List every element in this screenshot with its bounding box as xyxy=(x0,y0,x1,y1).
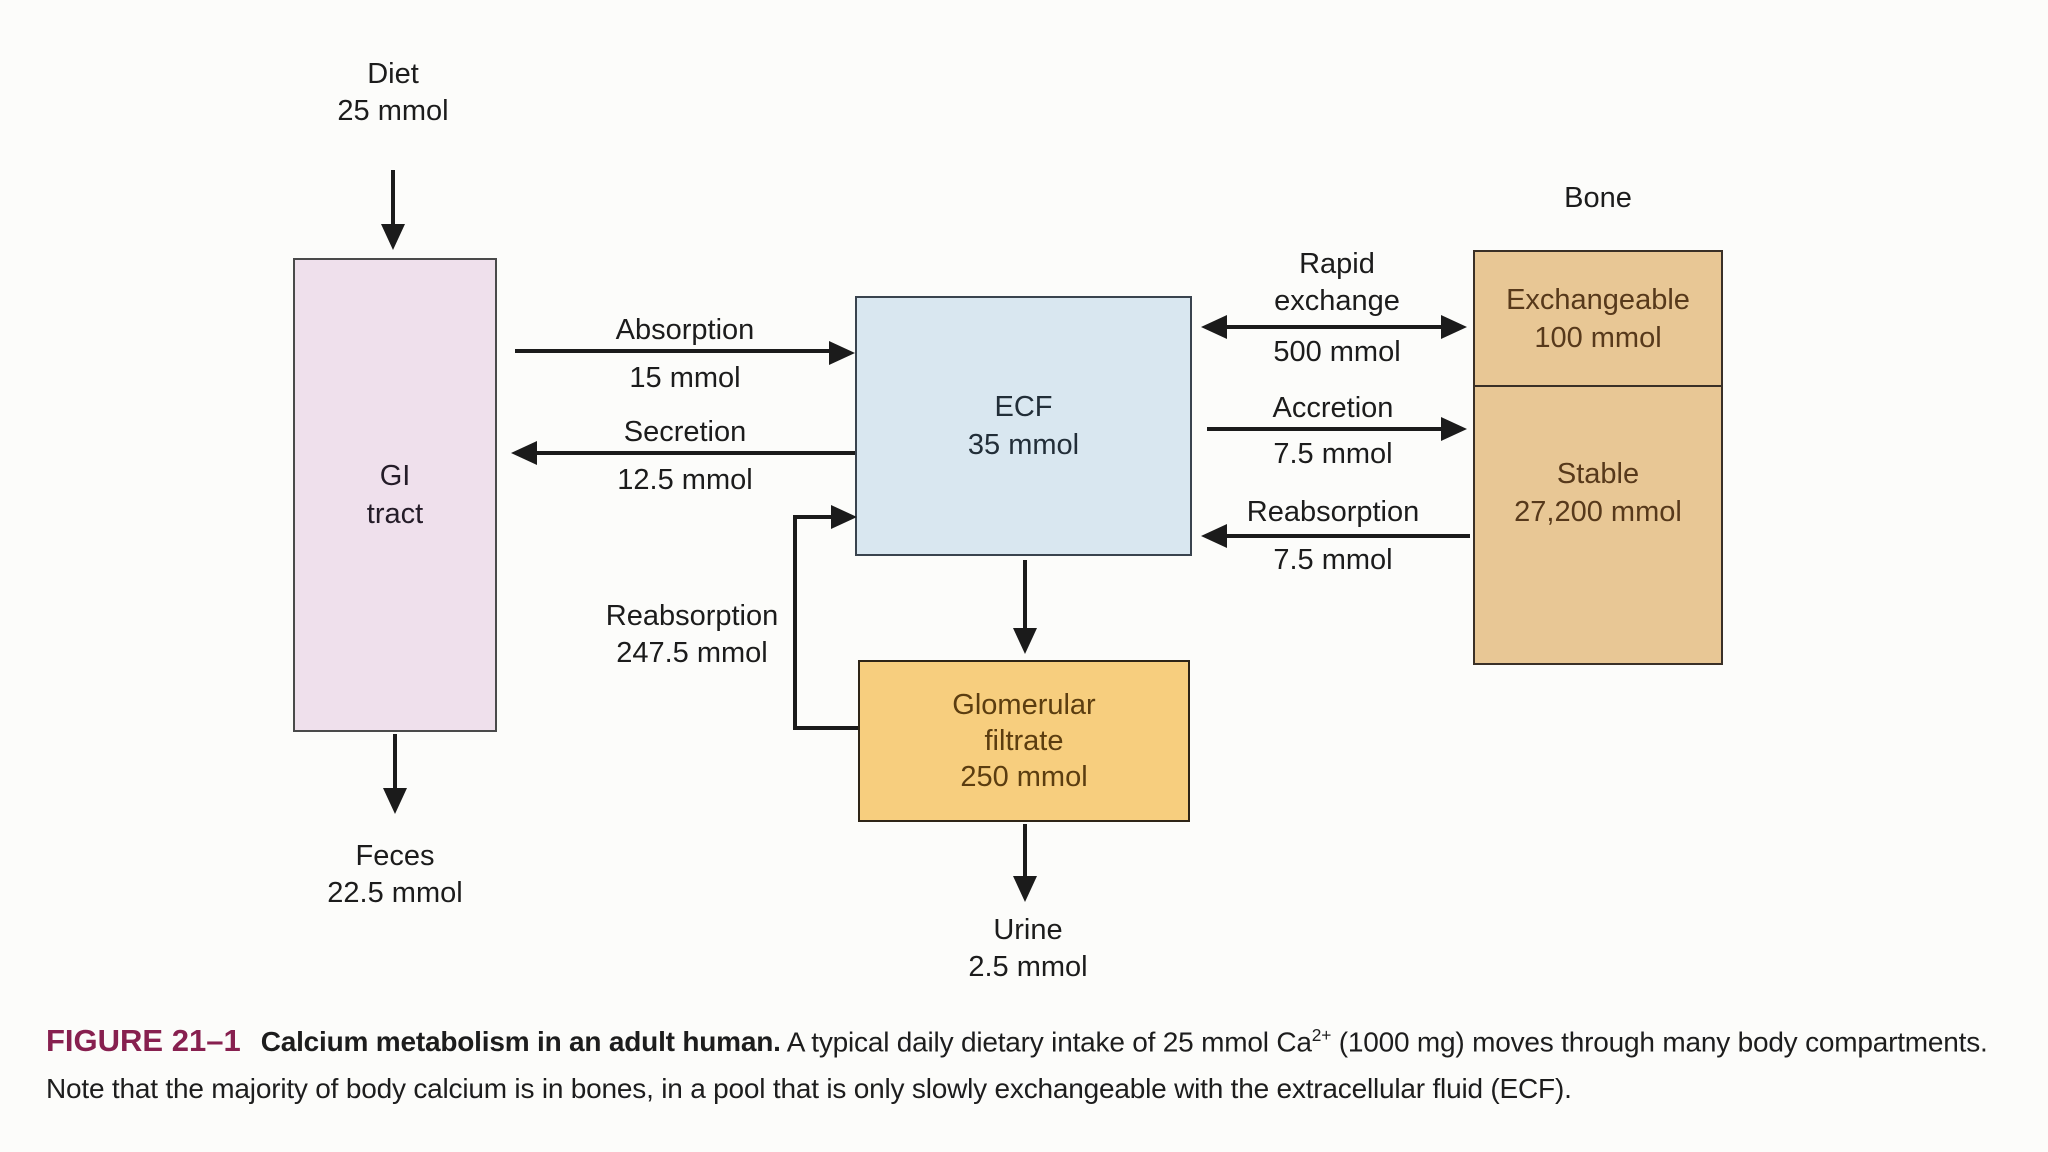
absorption-value: 15 mmol xyxy=(629,362,741,394)
bone-reabsorption-arrow-line xyxy=(1225,534,1470,538)
absorption-arrowhead-icon xyxy=(829,341,855,365)
glomerular-filtrate-line2: filtrate xyxy=(984,725,1064,757)
figure-caption-body-end: (1000 mg) moves through many body compar… xyxy=(46,1026,1988,1105)
bone-exchangeable-line1: Exchangeable xyxy=(1506,283,1690,316)
bone-title: Bone xyxy=(1564,182,1632,214)
urine-label: Urine 2.5 mmol xyxy=(968,912,1087,986)
diet-label-line1: Diet xyxy=(367,58,419,90)
secretion-arrow-line xyxy=(535,451,857,455)
secretion-label: Secretion xyxy=(623,416,747,448)
bone-stable-section: Stable 27,200 mmol xyxy=(1475,387,1721,663)
renal-reabsorption-label-line2: 247.5 mmol xyxy=(616,637,768,669)
secretion-arrowhead-icon xyxy=(511,441,537,465)
feces-label: Feces 22.5 mmol xyxy=(327,838,462,912)
bone-box: Exchangeable 100 mmol Stable 27,200 mmol xyxy=(1473,250,1723,665)
diet-label-line2: 25 mmol xyxy=(337,95,449,127)
renal-reabsorption-label-line1: Reabsorption xyxy=(605,600,779,632)
gi-tract-box: GI tract xyxy=(293,258,497,732)
accretion-value: 7.5 mmol xyxy=(1273,438,1393,470)
diet-label: Diet 25 mmol xyxy=(337,56,448,130)
renal-reabsorption-label: Reabsorption 247.5 mmol xyxy=(606,598,779,672)
bone-exchangeable-section: Exchangeable 100 mmol xyxy=(1475,252,1721,387)
urine-label-line2: 2.5 mmol xyxy=(968,951,1088,983)
glomerular-filtrate-line3: 250 mmol xyxy=(960,761,1088,793)
bone-reabsorption-value: 7.5 mmol xyxy=(1273,544,1393,576)
urine-arrowhead-icon xyxy=(1013,876,1037,902)
secretion-value: 12.5 mmol xyxy=(617,464,753,496)
diet-arrowhead-icon xyxy=(381,224,405,250)
ecf-to-filtrate-arrowhead-icon xyxy=(1013,628,1037,654)
bone-stable-line1: Stable xyxy=(1556,458,1640,490)
renal-reabsorption-bottom-line xyxy=(795,726,860,730)
bone-stable-line2: 27,200 mmol xyxy=(1514,496,1682,528)
figure-caption-superscript: 2+ xyxy=(1311,1025,1332,1045)
diet-arrow-line xyxy=(391,170,395,226)
accretion-arrow-line xyxy=(1207,427,1443,431)
renal-reabsorption-top-line xyxy=(795,515,835,519)
rapid-exchange-label-line1: Rapid xyxy=(1299,248,1375,280)
urine-label-line1: Urine xyxy=(993,914,1063,946)
rapid-exchange-value: 500 mmol xyxy=(1273,336,1401,368)
renal-reabsorption-arrowhead-icon xyxy=(831,505,857,529)
feces-arrow-line xyxy=(393,734,397,790)
glomerular-filtrate-box: Glomerular filtrate 250 mmol xyxy=(858,660,1190,822)
figure-caption-title: Calcium metabolism in an adult human. xyxy=(260,1026,781,1058)
accretion-arrowhead-icon xyxy=(1441,417,1467,441)
glomerular-filtrate-line1: Glomerular xyxy=(952,689,1096,721)
gi-tract-line1: GI xyxy=(379,460,411,492)
renal-reabsorption-vertical-line xyxy=(793,515,797,730)
rapid-exchange-label-line2: exchange xyxy=(1274,285,1400,317)
figure-caption: FIGURE 21–1 Calcium metabolism in an adul… xyxy=(46,1012,2006,1112)
rapid-exchange-label: Rapid exchange xyxy=(1274,246,1400,320)
bone-reabsorption-label: Reabsorption xyxy=(1246,496,1420,528)
urine-arrow-line xyxy=(1023,824,1027,878)
bone-reabsorption-arrowhead-icon xyxy=(1201,524,1227,548)
ecf-line1: ECF xyxy=(994,391,1053,423)
ecf-to-filtrate-arrow-line xyxy=(1023,560,1027,630)
figure-caption-body-start: A typical daily dietary intake of 25 mmo… xyxy=(786,1026,1312,1058)
rapid-exchange-arrow-line xyxy=(1208,325,1442,329)
bone-exchangeable-line2: 100 mmol xyxy=(1534,321,1662,354)
absorption-arrow-line xyxy=(515,349,829,353)
feces-label-line2: 22.5 mmol xyxy=(327,877,463,909)
gi-tract-line2: tract xyxy=(366,498,424,530)
accretion-label: Accretion xyxy=(1272,392,1394,424)
ecf-box: ECF 35 mmol xyxy=(855,296,1192,556)
rapid-exchange-arrowhead-right-icon xyxy=(1441,315,1467,339)
feces-arrowhead-icon xyxy=(383,788,407,814)
ecf-line2: 35 mmol xyxy=(967,429,1080,461)
absorption-label: Absorption xyxy=(615,314,755,346)
figure-caption-number: FIGURE 21–1 xyxy=(46,1023,241,1059)
feces-label-line1: Feces xyxy=(355,840,435,872)
